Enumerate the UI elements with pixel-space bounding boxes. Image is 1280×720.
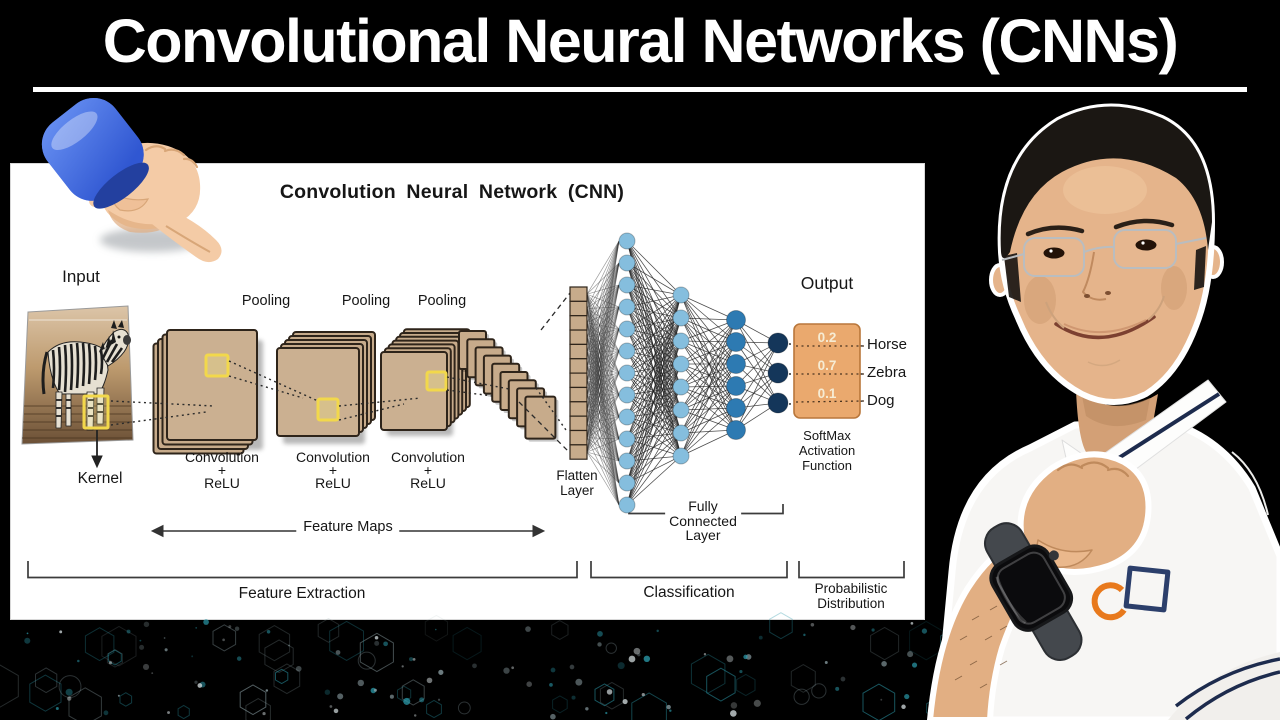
softmax-value-dog: 0.1: [817, 386, 837, 401]
softmax-value-zebra: 0.7: [817, 358, 837, 373]
class-label-dog: Dog: [867, 392, 895, 409]
pooling-label-2: Pooling: [341, 293, 391, 309]
diagram-panel: [10, 163, 925, 620]
class-label-horse: Horse: [867, 336, 908, 353]
diagram-title: Convolution Neural Network (CNN): [279, 181, 625, 203]
presenter-photo: [927, 103, 1280, 720]
conv-relu-label-1: Convolution+ReLU: [185, 449, 259, 491]
page-title: Convolutional Neural Networks (CNNs): [102, 7, 1179, 75]
conv-relu-label-2: Convolution+ReLU: [296, 449, 370, 491]
section-classification: Classification: [643, 584, 735, 601]
pooling-label-1: Pooling: [241, 293, 291, 309]
hex-pattern-decoration: [0, 612, 1280, 720]
section-feature-extraction: Feature Extraction: [238, 585, 366, 602]
smartwatch: [984, 522, 1083, 661]
class-label-zebra: Zebra: [867, 364, 907, 381]
title-underline: [33, 87, 1247, 92]
conv-relu-label-3: Convolution+ReLU: [391, 449, 465, 491]
pooling-label-3: Pooling: [417, 293, 467, 309]
softmax-value-horse: 0.2: [817, 330, 837, 345]
output-label: Output: [800, 273, 854, 293]
kernel-label: Kernel: [77, 470, 123, 487]
feature-maps-label: Feature Maps: [296, 519, 400, 536]
input-label: Input: [62, 267, 100, 286]
